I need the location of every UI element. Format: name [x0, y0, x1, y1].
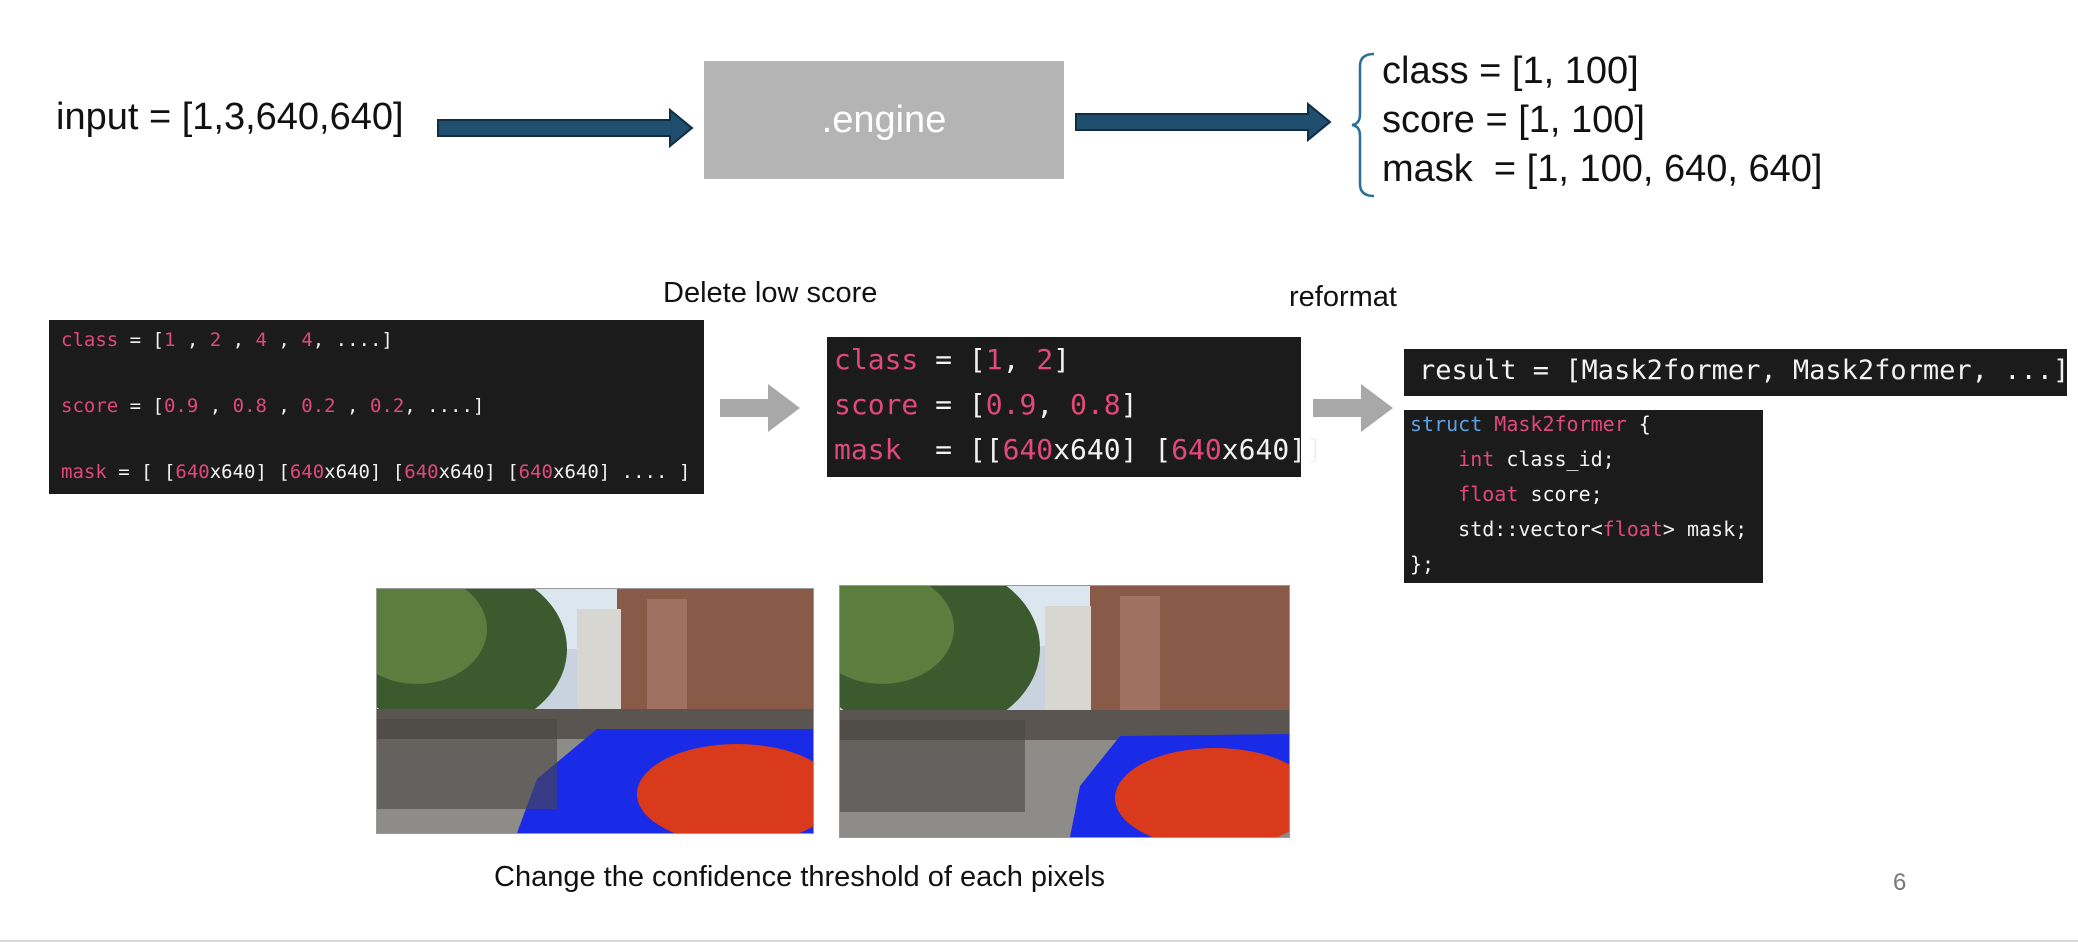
engine-label: .engine [821, 98, 947, 141]
output-mask: mask = [1, 100, 640, 640] [1382, 148, 1823, 190]
raw-class-line: class = [1 , 2 , 4 , 4, ....] [61, 329, 393, 351]
arrow-filter [720, 384, 800, 432]
struct-field-class: int class_id; [1458, 447, 1615, 471]
raw-mask-line: mask = [ [640x640] [640x640] [640x640] [… [61, 461, 691, 483]
struct-code: struct Mask2former { int class_id; float… [1404, 410, 1763, 583]
input-shape-label: input = [1,3,640,640] [56, 96, 404, 138]
struct-header-line: struct Mask2former { [1410, 412, 1651, 436]
output-score: score = [1, 100] [1382, 99, 1645, 141]
struct-field-score: float score; [1458, 482, 1603, 506]
struct-field-mask: std::vector<float> mask; [1458, 517, 1748, 541]
output-class: class = [1, 100] [1382, 50, 1639, 92]
output-brace [1351, 52, 1375, 198]
raw-output-code: class = [1 , 2 , 4 , 4, ....] score = [0… [49, 320, 704, 494]
engine-box: .engine [704, 61, 1064, 179]
arrow-to-engine [437, 108, 694, 148]
page-number: 6 [1893, 869, 1907, 896]
caption: Change the confidence threshold of each … [494, 861, 1106, 893]
arrow-from-engine [1075, 102, 1332, 142]
segmentation-image-1 [376, 588, 814, 834]
segmentation-image-2 [839, 585, 1290, 838]
bottom-divider [0, 940, 2078, 942]
delete-low-score-label: Delete low score [663, 277, 878, 309]
filtered-output-code: class = [1, 2] score = [0.9, 0.8] mask =… [827, 337, 1323, 477]
arrow-reformat [1313, 384, 1393, 432]
raw-score-line: score = [0.9 , 0.8 , 0.2 , 0.2, ....] [61, 395, 485, 417]
filtered-mask-line: mask = [[640x640] [640x640]] [834, 433, 1323, 466]
reformat-label: reformat [1289, 281, 1397, 313]
filtered-score-line: score = [0.9, 0.8] [834, 388, 1138, 421]
result-code: result = [Mask2former, Mask2former, ...] [1404, 349, 2070, 396]
result-line: result = [Mask2former, Mask2former, ...] [1419, 355, 2070, 386]
struct-close-line: }; [1410, 552, 1435, 576]
filtered-class-line: class = [1, 2] [834, 343, 1071, 376]
